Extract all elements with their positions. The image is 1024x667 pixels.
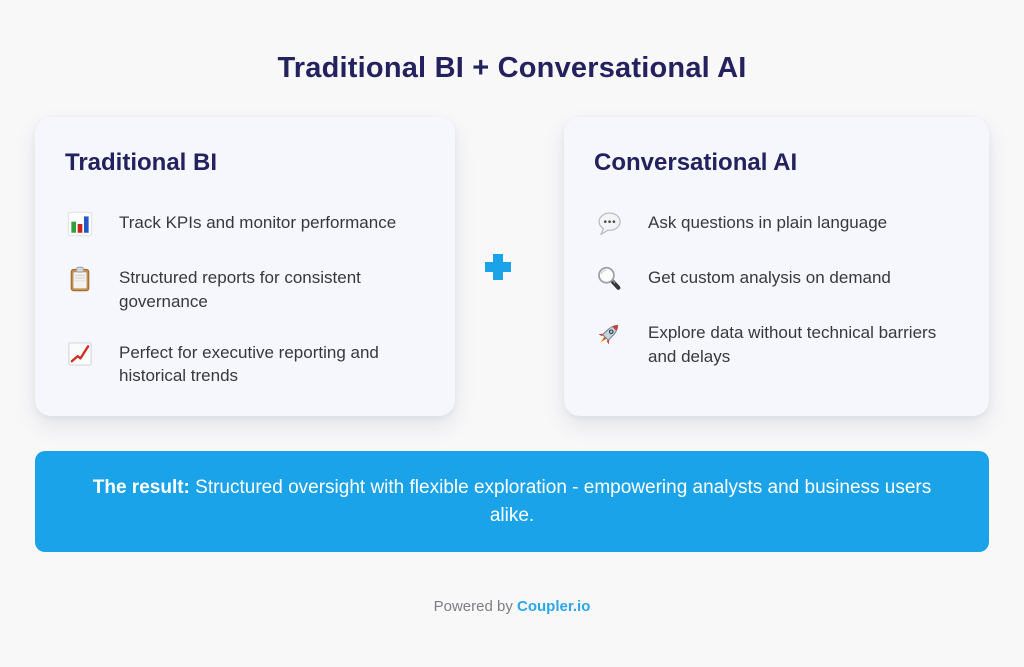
card-heading-traditional-bi: Traditional BI [65,149,218,176]
chart-up-icon [65,339,95,369]
result-banner: The result: Structured oversight with fl… [35,451,989,553]
clipboard-icon [65,264,95,294]
list-item: Explore data without technical barriers … [594,319,961,369]
list-item: Get custom analysis on demand [594,264,961,294]
list-item-text: Structured reports for consistent govern… [119,268,361,311]
card-heading-conversational-ai: Conversational AI [594,149,798,176]
plus-connector [455,117,564,416]
list-item-text: Track KPIs and monitor performance [119,213,397,232]
coupler-brand-link[interactable]: Coupler.io [517,598,591,616]
rocket-icon [594,319,624,349]
list-item: Perfect for executive reporting and hist… [65,339,427,389]
page-title: Traditional BI + Conversational AI [277,52,747,84]
footer-prefix: Powered by [433,598,518,616]
plus-icon [480,249,516,285]
list-item: Structured reports for consistent govern… [65,264,427,314]
bar-chart-icon [65,209,95,239]
footer: Powered by Coupler.io [0,598,1024,615]
list-item-text: Explore data without technical barriers … [648,323,937,366]
infographic-page: Traditional BI + Conversational AI Tradi… [0,52,1024,667]
list-item: Track KPIs and monitor performance [65,209,427,239]
list-item-text: Perfect for executive reporting and hist… [119,342,379,386]
cards-row: Traditional BI Track KPIs and monitor pe… [0,117,1024,417]
list-item-text: Get custom analysis on demand [648,268,891,287]
list-item: Ask questions in plain language [594,209,961,239]
result-banner-label: The result: [92,477,190,499]
card-traditional-bi: Traditional BI Track KPIs and monitor pe… [35,117,455,417]
card-conversational-ai: Conversational AI Ask questions in plain… [564,117,989,417]
speech-balloon-icon [594,209,624,239]
magnifier-icon [594,264,624,294]
result-banner-text: Structured oversight with flexible explo… [189,477,932,526]
list-item-text: Ask questions in plain language [648,213,888,232]
